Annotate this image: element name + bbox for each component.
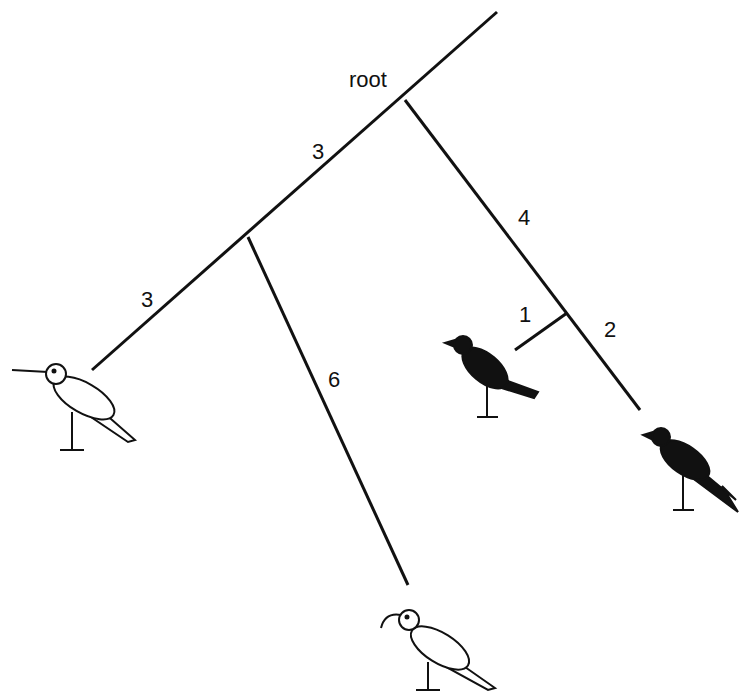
white-bird (381, 610, 495, 690)
black-bird (643, 428, 738, 512)
tree-branch (92, 12, 497, 370)
branch-length: 4 (518, 207, 530, 229)
branch-length: 1 (519, 304, 531, 326)
white-bird (12, 364, 135, 450)
tree-branch (248, 237, 408, 585)
black-bird (445, 336, 538, 417)
branch-length: 3 (141, 289, 153, 311)
root-label: root (349, 69, 387, 91)
tree-branch (405, 100, 640, 410)
branch-length: 3 (312, 141, 324, 163)
branch-length: 2 (604, 319, 616, 341)
branch-length: 6 (328, 369, 340, 391)
